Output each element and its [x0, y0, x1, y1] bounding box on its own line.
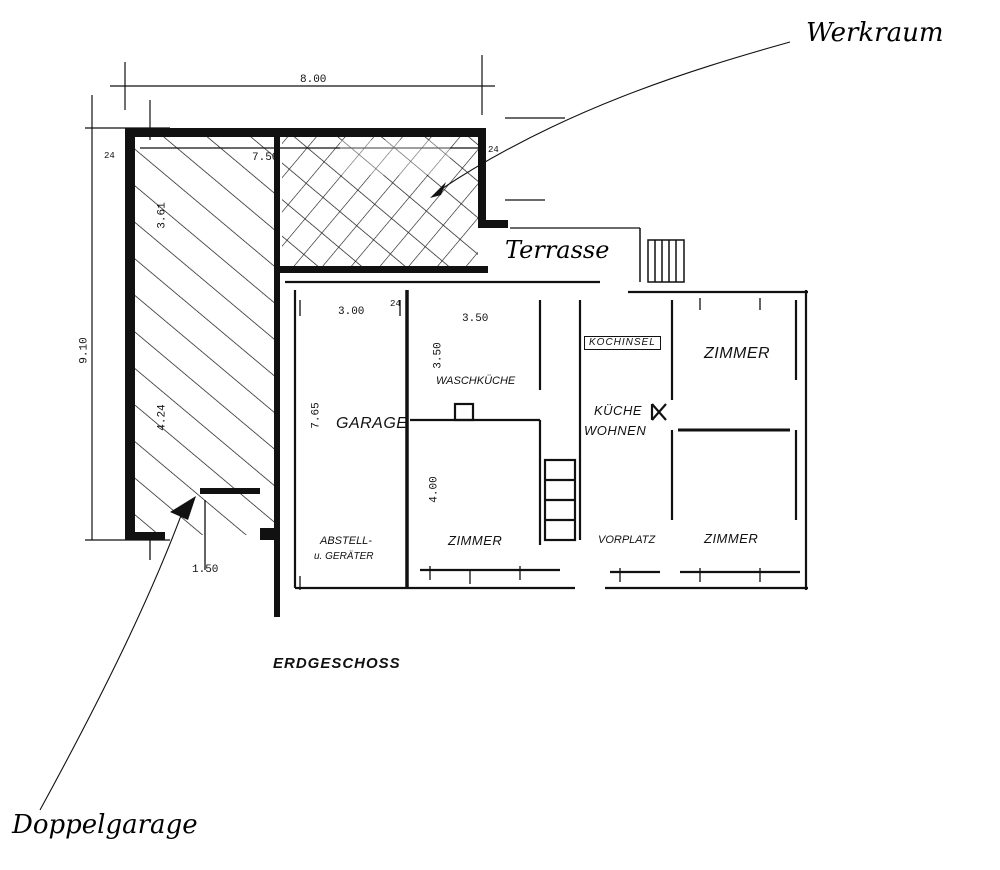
dim-wasch-depth: 3.50: [432, 342, 445, 369]
room-zimmer-right-bottom: ZIMMER: [704, 531, 759, 546]
dim-wall-24-top: 24: [488, 145, 499, 155]
room-waschkueche: WASCHKÜCHE: [436, 375, 516, 387]
dim-top-total: 8.00: [300, 74, 327, 86]
room-vorplatz: VORPLATZ: [598, 534, 656, 546]
kochinsel-label: KOCHINSEL: [584, 336, 661, 350]
room-garage: GARAGE: [336, 415, 408, 432]
dim-wall-24-mid: 24: [390, 299, 401, 309]
room-zimmer-right-top: ZIMMER: [704, 345, 771, 362]
dim-wall-24-left: 24: [104, 151, 115, 161]
room-abstell-line2: u. GERÄTER: [314, 551, 374, 562]
dim-bottom-150: 1.50: [192, 564, 219, 576]
dim-garage-depth: 7.65: [310, 402, 323, 429]
dim-garage-width: 3.00: [338, 306, 365, 318]
werkraum-annotation: Werkraum: [806, 18, 944, 48]
terrasse-steps: [639, 228, 685, 283]
dim-wasch-width: 3.50: [462, 313, 489, 325]
wall-ticks: [149, 298, 761, 590]
dim-top-inner: 7.50: [252, 152, 279, 164]
house-walls: [285, 280, 808, 590]
dim-left-inner-top: 3.61: [156, 202, 169, 229]
dim-zimmer-depth: 4.00: [428, 476, 441, 503]
room-wohnen: WOHNEN: [584, 423, 647, 438]
room-zimmer-middle: ZIMMER: [448, 533, 503, 548]
doppelgarage-block: [125, 128, 485, 617]
room-abstell-line1: ABSTELL-: [320, 535, 372, 547]
floor-title: ERDGESCHOSS: [273, 655, 401, 672]
annotation-pointers: [39, 41, 791, 811]
dim-left-total: 9.10: [78, 337, 91, 364]
dim-left-inner-bottom: 4.24: [156, 404, 169, 431]
room-kueche: KÜCHE: [594, 403, 643, 418]
arrow-heads: [170, 182, 446, 520]
terrasse-annotation: Terrasse: [505, 236, 610, 264]
doppelgarage-annotation: Doppelgarage: [12, 810, 198, 840]
werkraum-block: [278, 128, 508, 273]
